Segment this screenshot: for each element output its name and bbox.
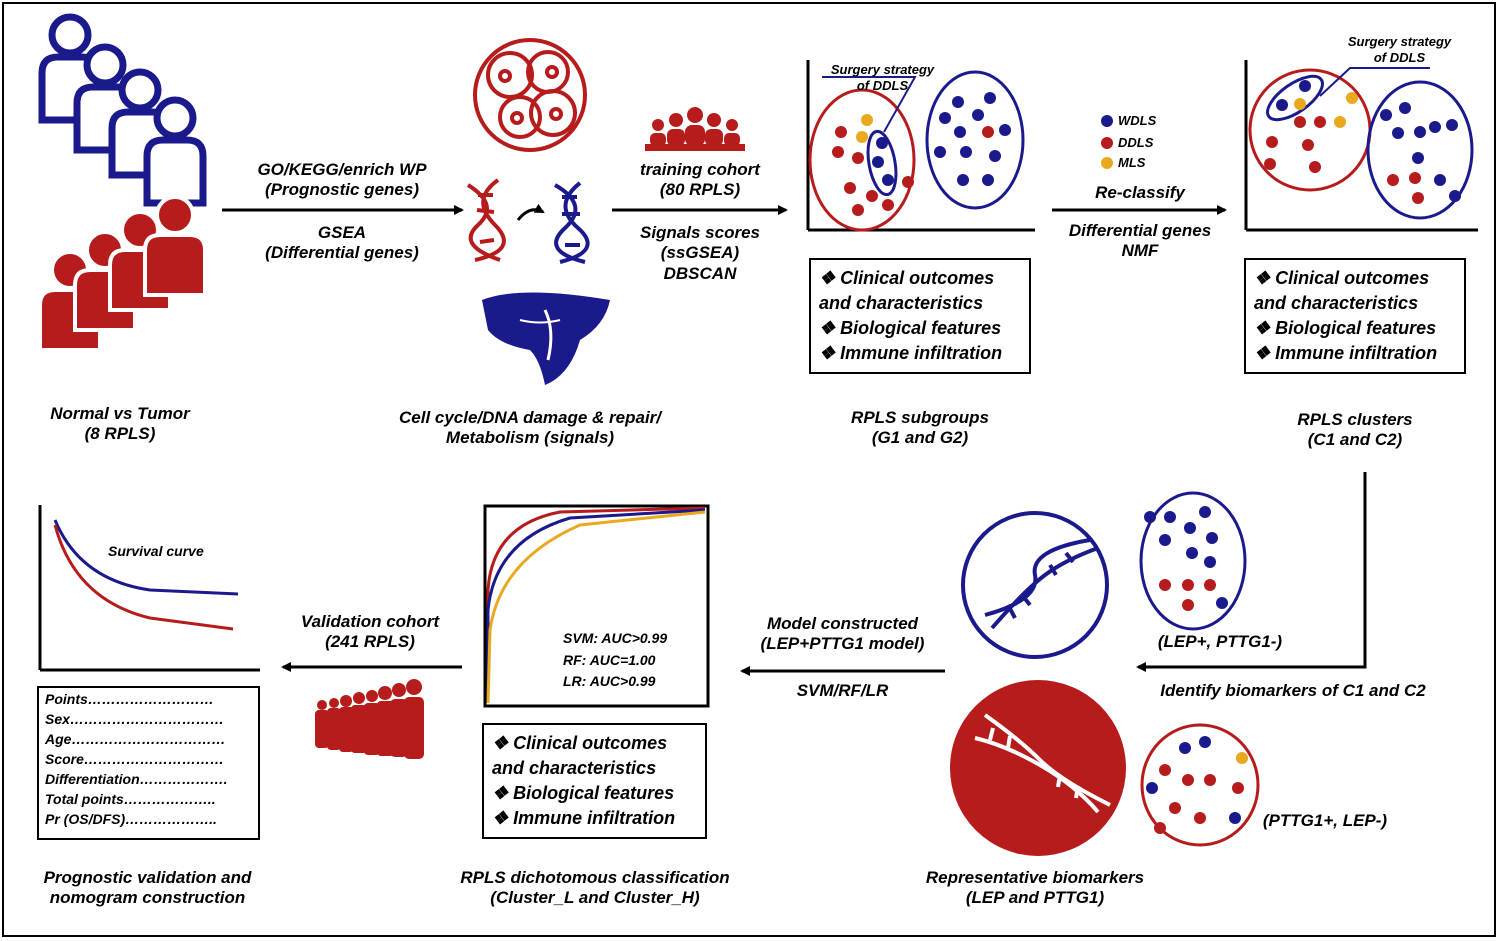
arrow1-top-label: GO/KEGG/enrich WP(Prognostic genes) — [257, 160, 427, 200]
crowd-icon — [315, 679, 424, 759]
normal-vs-tumor-label: Normal vs Tumor(8 RPLS) — [50, 404, 190, 444]
features-box-3: ❖ Clinical outcomes and characteristics … — [482, 723, 707, 839]
nomogram-box: Points……………………… Sex…………………………… Age………………… — [37, 686, 260, 840]
representative-biomarkers-label: Representative biomarkers(LEP and PTTG1) — [925, 868, 1145, 908]
scatter-plot-subgroups — [806, 60, 1035, 232]
features-box-2: ❖ Clinical outcomes and characteristics … — [1244, 258, 1466, 374]
identify-biomarkers-label: Identify biomarkers of C1 and C2 — [1160, 681, 1426, 700]
svm-auc-label: SVM: AUC>0.99 — [563, 630, 668, 646]
scatter-points-subgroups — [832, 92, 1011, 216]
svm-rf-lr-label: SVM/RF/LR — [796, 681, 889, 700]
arrow2-top-label: training cohort(80 RPLS) — [640, 160, 760, 200]
model-constructed-label: Model constructed(LEP+PTTG1 model) — [760, 614, 925, 654]
legend-ddls: DDLS — [1118, 135, 1154, 150]
people-group-normal-icon — [42, 17, 203, 203]
roc-curve-plot — [483, 504, 710, 708]
curved-arrow-icon — [516, 203, 545, 221]
legend-wdls: WDLS — [1118, 113, 1157, 128]
legend-mls: MLS — [1118, 155, 1146, 170]
lep-cluster-label: (LEP+, PTTG1-) — [1157, 632, 1283, 651]
dna-circle-lep-icon — [961, 511, 1109, 659]
survival-curve-plot — [38, 505, 260, 672]
people-group-tumor-icon — [38, 195, 207, 352]
arrow2-bottom-label: Signals scores(ssGSEA)DBSCAN — [639, 223, 760, 283]
pttg1-cluster-label: (PTTG1+, LEP-) — [1262, 811, 1388, 830]
dna-red-icon — [466, 178, 506, 262]
arrow1-bottom-label: GSEA(Differential genes) — [265, 223, 419, 263]
liver-icon — [482, 292, 610, 385]
arrow-4 — [1136, 472, 1367, 672]
cell-icon — [473, 38, 587, 152]
legend-dots — [1101, 115, 1113, 169]
dna-blue-icon — [553, 181, 590, 264]
cluster-lep-plot — [1139, 491, 1247, 631]
dichotomous-classification-label: RPLS dichotomous classification(Cluster_… — [460, 868, 730, 908]
signals-label: Cell cycle/DNA damage & repair/Metabolis… — [398, 408, 662, 448]
survival-curve-title: Survival curve — [108, 543, 204, 559]
scatter-plot-clusters — [1244, 60, 1478, 232]
team-icon — [645, 107, 745, 151]
rpls-subgroups-label: RPLS subgroups(G1 and G2) — [851, 408, 989, 448]
reclassify-label: Re-classify — [1095, 183, 1185, 202]
validation-cohort-label: Validation cohort(241 RPLS) — [300, 612, 440, 652]
rpls-clusters-label: RPLS clusters(C1 and C2) — [1297, 410, 1413, 450]
rf-auc-label: RF: AUC=1.00 — [563, 652, 656, 668]
dna-circle-pttg1-icon — [950, 680, 1126, 856]
lr-auc-label: LR: AUC>0.99 — [563, 673, 656, 689]
features-box-1: ❖ Clinical outcomes and characteristics … — [809, 258, 1031, 374]
cluster-pttg1-plot — [1140, 723, 1260, 847]
scatter-points-clusters — [1264, 80, 1461, 204]
